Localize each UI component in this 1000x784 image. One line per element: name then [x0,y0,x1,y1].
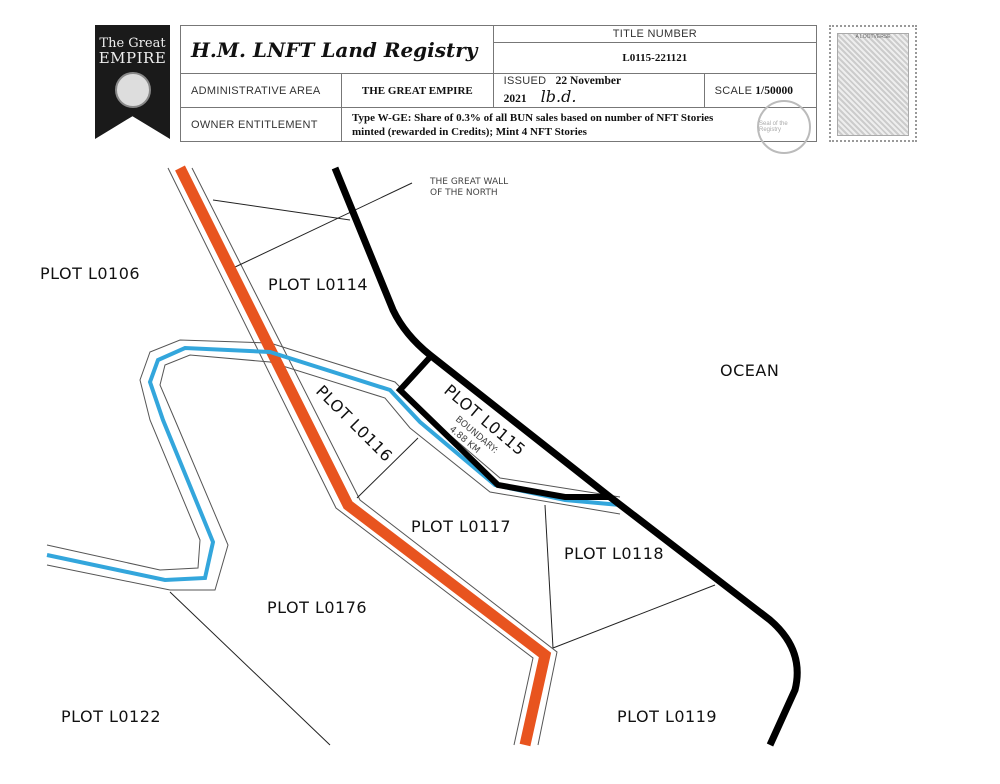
river [46,345,621,583]
wall-leader-line [232,182,413,269]
issued-date: 22 November 2021 [503,75,621,105]
plot-line-l0118-l0119 [552,584,716,649]
plot-l0114-label: PLOT L0114 [268,275,368,294]
registry-seal: Seal of the Registry [757,100,811,154]
plot-l0106-label: PLOT L0106 [40,264,140,283]
plot-l0115-boundary [395,352,612,500]
scale-value: 1/50000 [755,84,793,97]
registry-header: H.M. LNFT Land Registry TITLE NUMBER L01… [180,25,818,142]
postage-stamp: A LOOTVERSE [829,25,917,142]
issued-label: ISSUED [503,75,547,87]
plot-l0176-label: PLOT L0176 [267,598,367,617]
road-edge-right [191,167,558,746]
admin-area: THE GREAT EMPIRE [341,73,494,108]
wall-label-line2: OF THE NORTH [430,188,498,198]
plot-l0118-label: PLOT L0118 [564,544,664,563]
plot-l0119-label: PLOT L0119 [617,707,717,726]
owner-label: OWNER ENTITLEMENT [180,107,342,142]
owner-entitlement: Type W-GE: Share of 0.3% of all BUN sale… [341,107,817,142]
river-bank-outer [46,339,621,571]
coastline [331,166,801,747]
ocean-label: OCEAN [720,361,779,380]
road-edge-left [167,167,534,746]
emblem-line2: EMPIRE [98,49,167,67]
plot-line-l0176 [169,591,331,746]
scale-label: SCALE [714,84,753,97]
wall-label-line1: THE GREAT WALL [429,177,508,187]
plot-l0122-label: PLOT L0122 [61,707,161,726]
lion-icon [114,72,151,108]
admin-area-label: ADMINISTRATIVE AREA [180,73,342,108]
signature: lb.d. [540,87,577,106]
stamp-text: A LOOTVERSE [837,33,909,136]
river-bank-inner [46,354,621,591]
plot-l0117-label: PLOT L0117 [411,517,511,536]
great-wall-road [175,165,552,747]
plot-line-l0116-l0117 [356,437,419,499]
registry-title: H.M. LNFT Land Registry [191,37,478,62]
emblem-line1: The Great [99,36,166,51]
plot-line-l0114 [212,199,351,221]
title-number-label: TITLE NUMBER [492,25,818,43]
plot-line-l0117-l0118 [544,504,554,649]
title-number: L0115-221121 [492,42,818,74]
